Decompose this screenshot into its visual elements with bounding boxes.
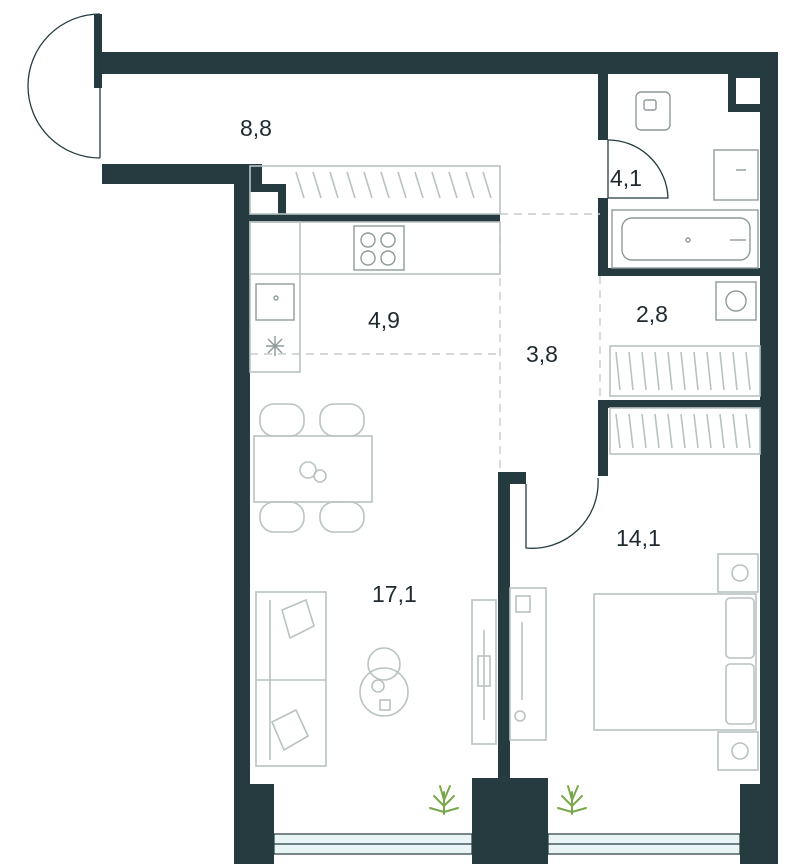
hatch-line	[719, 351, 725, 391]
plant-icon	[429, 785, 459, 815]
hatch-line	[654, 351, 660, 391]
hatch-line	[295, 171, 305, 199]
closet-area-label: 2,8	[636, 301, 668, 327]
hatch-line	[431, 171, 441, 199]
hatch-line	[329, 171, 339, 199]
zone-dividers	[250, 213, 601, 470]
living-area-label: 17,1	[372, 581, 417, 607]
hatch-line	[732, 413, 738, 449]
kitchen-area-label: 4,9	[368, 307, 400, 333]
tv-icon	[471, 599, 497, 745]
hatch-line	[745, 351, 751, 391]
hatch-line	[641, 413, 647, 449]
hatch-line	[414, 171, 424, 199]
hatch-line	[346, 171, 356, 199]
hatch-line	[667, 413, 673, 449]
bed-icon	[593, 553, 759, 771]
sink-icon	[713, 149, 759, 201]
hatch-line	[693, 351, 699, 391]
balcony-storage	[249, 165, 501, 215]
hatch-line	[397, 171, 407, 199]
hallway-area-label: 3,8	[526, 341, 558, 367]
balcony-area-label: 8,8	[240, 115, 272, 141]
washing-machine-icon	[715, 281, 757, 321]
hatch-line	[680, 413, 686, 449]
wardrobe	[609, 345, 761, 455]
hatch-line	[628, 351, 634, 391]
hatch-line	[628, 413, 634, 449]
hatch-line	[693, 413, 699, 449]
walls	[102, 52, 778, 864]
door-swing-icon	[525, 139, 669, 549]
bedroom-area-label: 14,1	[616, 525, 661, 551]
hatch-line	[732, 351, 738, 391]
toilet-icon	[635, 91, 671, 131]
coffee-table	[359, 647, 409, 717]
hatch-line	[482, 171, 492, 199]
bedroom-desk	[509, 587, 547, 741]
hatch-line	[615, 413, 621, 449]
kitchen-sink-icon	[255, 283, 295, 321]
hatch-line	[312, 171, 322, 199]
stove-icon	[353, 225, 405, 271]
dining-set	[253, 403, 373, 533]
hatch-line	[363, 171, 373, 199]
hatch-line	[465, 171, 475, 199]
bathroom-area-label: 4,1	[610, 165, 642, 191]
hatch-line	[745, 413, 751, 449]
hatch-line	[641, 351, 647, 391]
windows	[27, 13, 741, 855]
dishwasher-icon	[266, 336, 284, 356]
hatch-line	[667, 351, 673, 391]
plant-icon	[557, 785, 587, 815]
hatch-line	[680, 351, 686, 391]
hatch-line	[448, 171, 458, 199]
hatch-line	[706, 413, 712, 449]
hatch-line	[615, 351, 621, 391]
hatch-line	[654, 413, 660, 449]
hatch-line	[719, 413, 725, 449]
hatch-line	[380, 171, 390, 199]
bathtub-icon	[611, 209, 759, 269]
hatch-line	[706, 351, 712, 391]
kitchen-counter	[249, 221, 501, 373]
sofa-icon	[255, 591, 327, 767]
